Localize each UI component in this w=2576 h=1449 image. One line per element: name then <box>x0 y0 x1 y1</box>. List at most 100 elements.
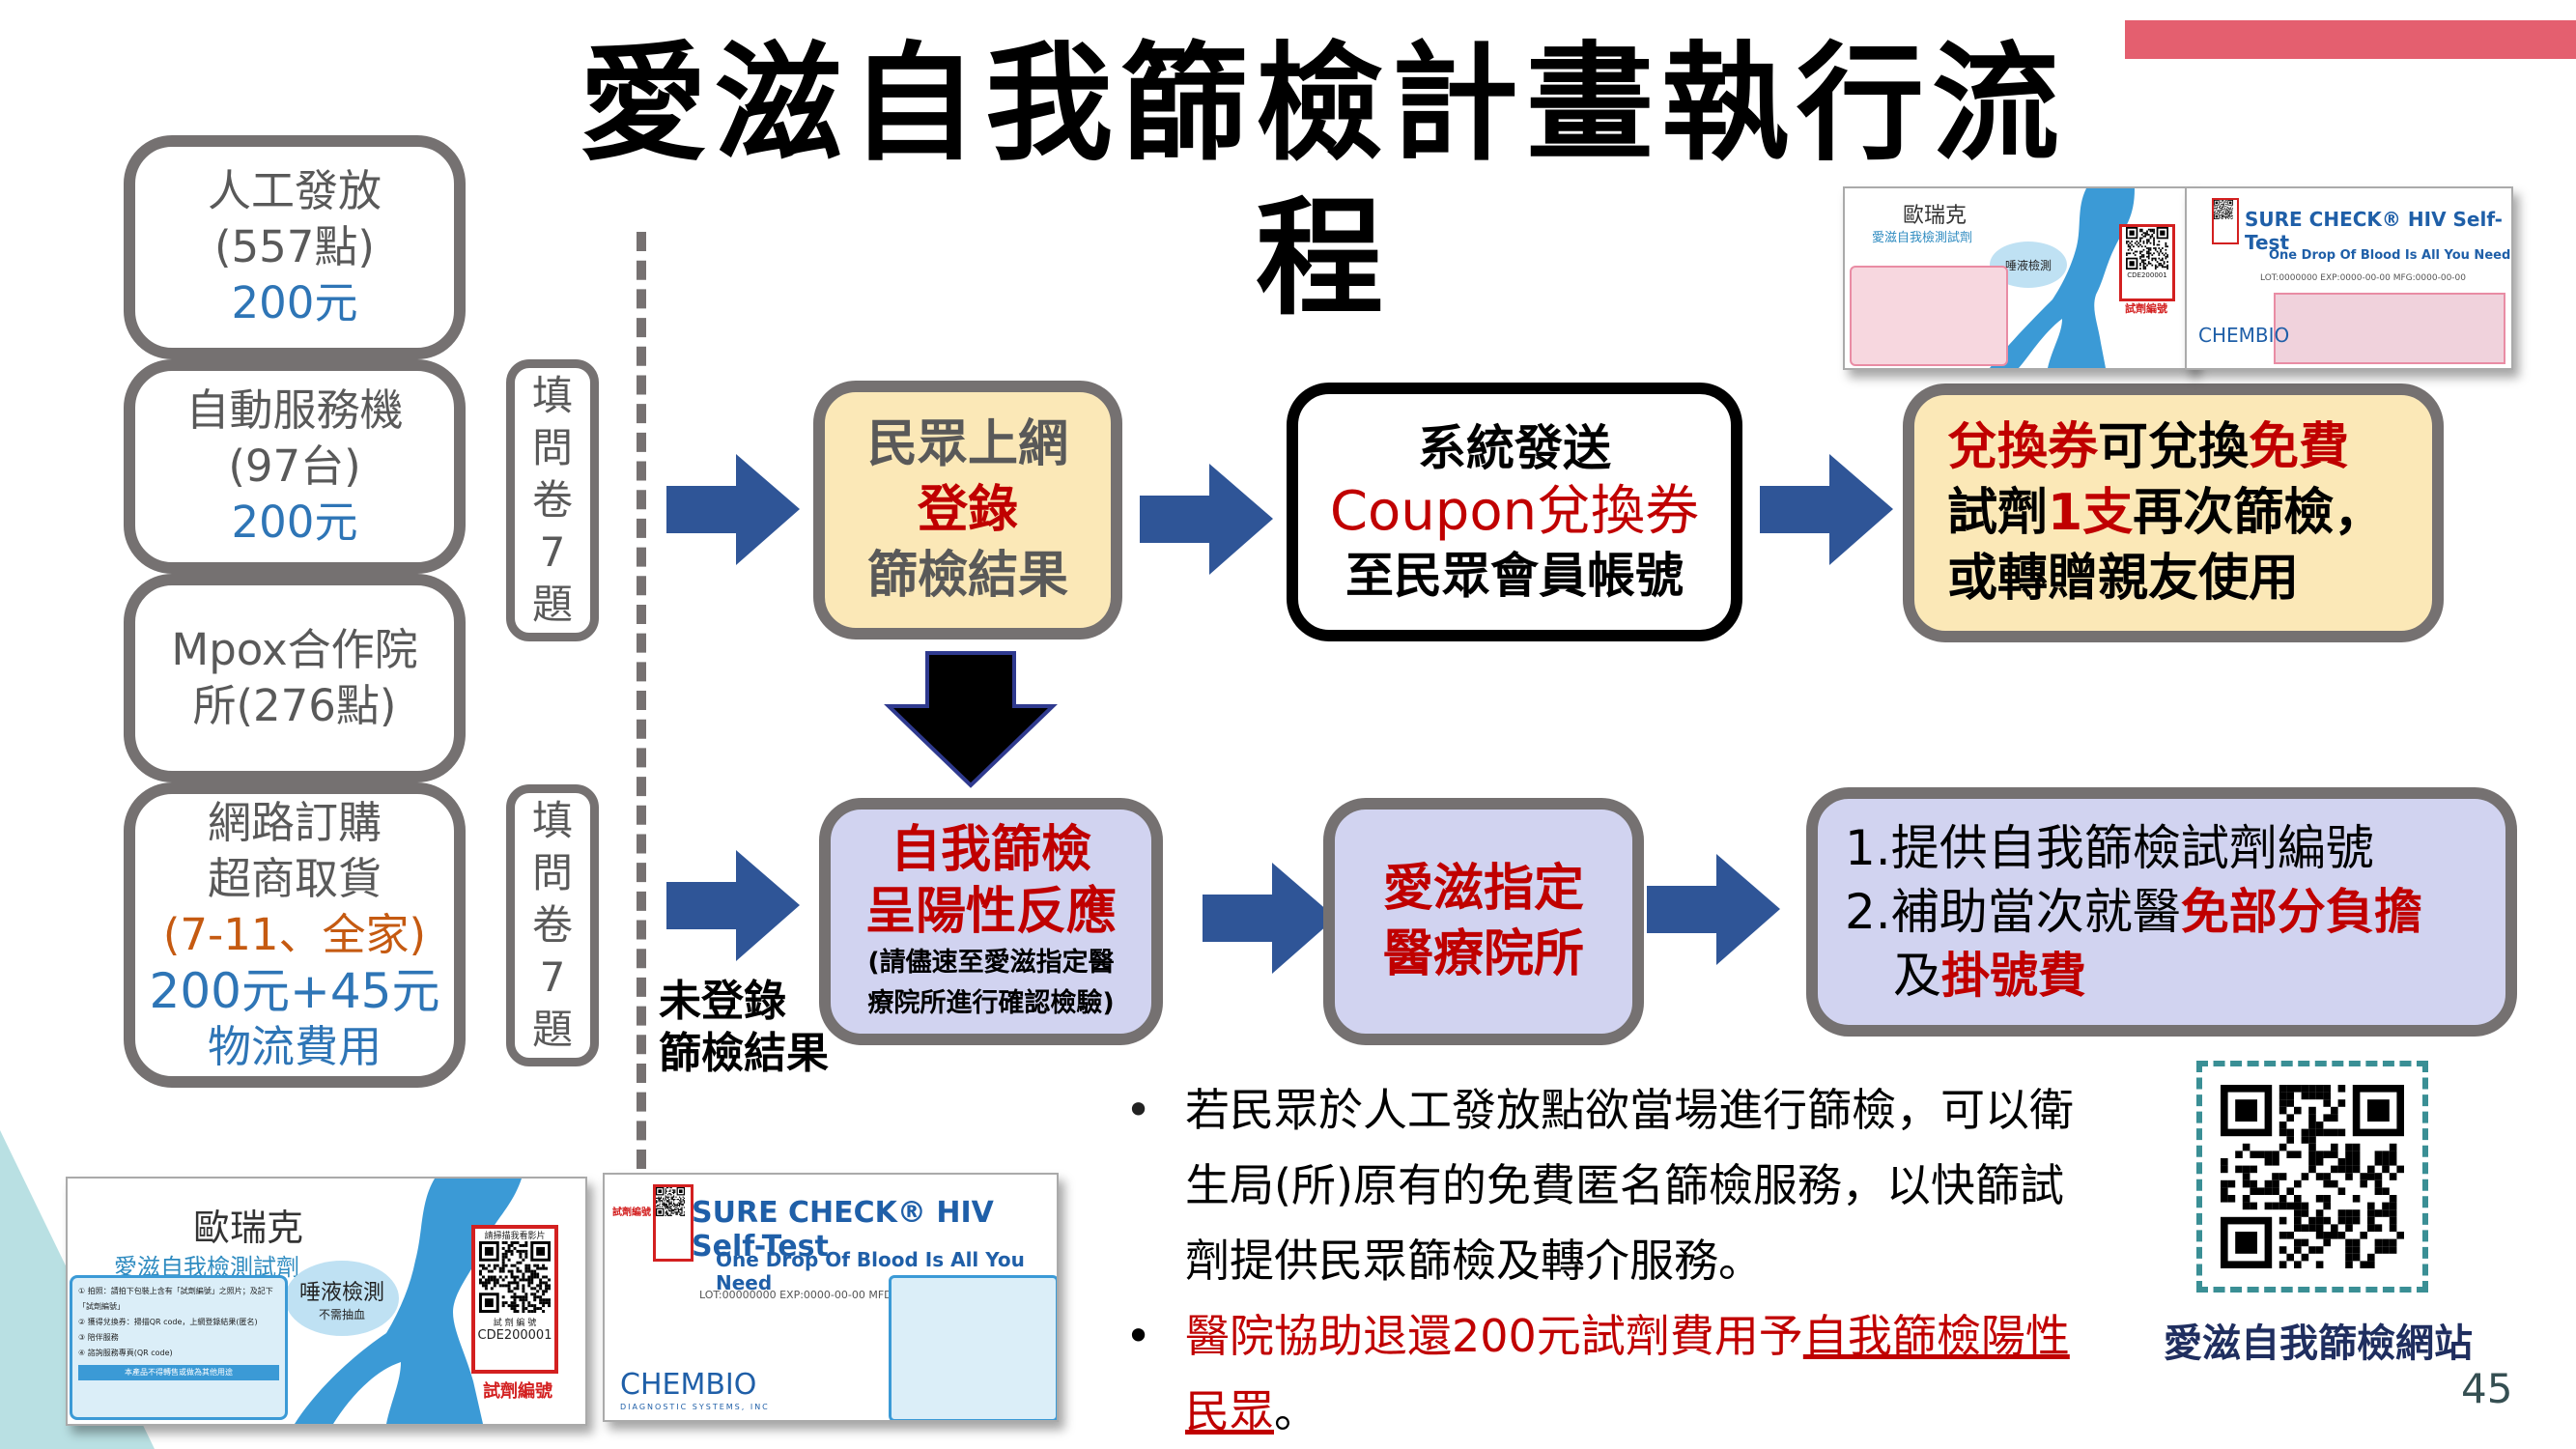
step-highlight: 呈陽性反應 <box>864 883 1117 941</box>
source-count: (557點) <box>213 221 375 272</box>
card-step: ① 拍照：請拍下包裝上含有「試劑編號」之照片；及記下「試劑編號」 <box>78 1287 273 1311</box>
card-title: SURE CHECK® HIV Self-Test <box>692 1196 994 1264</box>
q-char: 卷 <box>531 901 573 949</box>
q-char: 卷 <box>531 476 573 524</box>
card-serial: CDE200001 <box>2127 271 2167 279</box>
bullet-item: • 若民眾於人工發放點欲當場進行篩檢，可以衛生局(所)原有的免費匿名篩檢服務，以… <box>1125 1072 2081 1298</box>
bullet-item: • 醫院協助退還200元試劑費用予自我篩檢陽性民眾。 <box>1125 1298 2081 1449</box>
bullet-underlined: 自我篩檢陽性民眾 <box>1185 1310 2070 1437</box>
product-card-surecheck-top: SURE CHECK® HIV Self-Test One Drop Of Bl… <box>2185 186 2513 370</box>
step-highlight: 自我篩檢 <box>890 821 1091 879</box>
unregistered-line: 未登錄 <box>659 977 786 1026</box>
source-count: (97台) <box>228 440 361 492</box>
bullet-text: 若民眾於人工發放點欲當場進行篩檢，可以衛生局(所)原有的免費匿名篩檢服務，以快篩… <box>1185 1084 2074 1287</box>
step-text: 試劑 <box>1947 484 2049 542</box>
card-brand: 歐瑞克 <box>193 1207 304 1249</box>
step-highlight: 愛滋指定 <box>1382 860 1584 918</box>
step-line: 兌換券可兌換免費 <box>1947 414 2349 480</box>
step-text: 篩檢結果 <box>866 547 1068 605</box>
benefit-item: 1.提供自我篩檢試劑編號 <box>1845 820 2374 876</box>
step-highlight: 醫療院所 <box>1382 925 1584 983</box>
card-serial: CDE200001 <box>477 1328 552 1343</box>
source-label: 自動服務機 <box>185 384 404 436</box>
arrow-right-icon <box>666 850 800 961</box>
card-instructions-panel: ① 拍照：請拍下包裝上含有「試劑編號」之照片；及記下「試劑編號」 ② 獲得兌換券… <box>70 1275 288 1420</box>
source-vending-machine: 自動服務機 (97台) 200元 <box>124 359 466 574</box>
step-highlight: 1支 <box>2048 484 2134 542</box>
questionnaire-tag-bottom: 填 問 卷 7 題 <box>506 784 599 1066</box>
q-char: 7 <box>539 528 566 576</box>
arrow-right-icon <box>1203 863 1336 974</box>
q-char: 填 <box>531 797 573 844</box>
bullet-text: 醫院協助退還200元試劑費用予自我篩檢陽性民眾。 <box>1185 1298 2081 1449</box>
step-text: 或轉贈親友使用 <box>1947 550 2300 608</box>
unregistered-label: 未登錄 篩檢結果 <box>659 976 829 1080</box>
q-char: 題 <box>531 581 573 628</box>
flow-step-register-results: 民眾上網 登錄 篩檢結果 <box>813 381 1122 639</box>
step-highlight: 免費 <box>2249 418 2350 476</box>
bullet-text-part: 醫院協助退還200元試劑費用予 <box>1185 1310 1803 1362</box>
source-price: 200元 <box>231 277 358 328</box>
arrow-right-icon <box>1647 854 1780 965</box>
source-manual-distribution: 人工發放 (557點) 200元 <box>124 135 466 359</box>
divider-dashed-line <box>637 232 646 1169</box>
q-char: 問 <box>531 424 573 471</box>
bullet-list: • 若民眾於人工發放點欲當場進行篩檢，可以衛生局(所)原有的免費匿名篩檢服務，以… <box>1125 1072 2081 1449</box>
benefit-item: 2.補助當次就醫免部分負擔 <box>1845 880 2422 944</box>
qr-caption: 愛滋自我篩檢網站 <box>2164 1321 2473 1366</box>
source-price: 200元 <box>231 497 358 548</box>
source-stores: (7-11、全家) <box>162 909 427 960</box>
card-tagline: One Drop Of Blood Is All You Need <box>2269 248 2511 263</box>
benefit-text: 2.補助當次就醫 <box>1845 884 2181 940</box>
card-serial-box: CDE200001 <box>2119 224 2175 301</box>
benefit-highlight: 掛號費 <box>1941 948 2086 1004</box>
benefit-item: 及掛號費 <box>1845 944 2086 1008</box>
card-step: ③ 陪伴服務 <box>78 1333 119 1342</box>
card-serial-box <box>2212 198 2239 244</box>
page-number: 45 <box>2461 1365 2513 1412</box>
flow-step-send-coupon: 系統發送 Coupon兌換券 至民眾會員帳號 <box>1287 383 1742 641</box>
product-card-oraquick-top: 歐瑞克 愛滋自我檢測試劑 唾液檢測 CDE200001 試劑編號 <box>1843 186 2194 370</box>
arrow-right-icon <box>1140 464 1273 575</box>
card-title: SURE CHECK® HIV Self-Test <box>2245 208 2503 254</box>
card-lot: LOT:0000000 EXP:0000-00-00 MFG:0000-00-0… <box>2260 273 2466 283</box>
accent-bar <box>2125 20 2576 59</box>
card-bubble-text: 唾液檢測 <box>298 1280 384 1305</box>
source-label: Mpox合作院 <box>171 624 418 675</box>
bullet-text-part: 。 <box>1274 1385 1318 1437</box>
arrow-right-icon <box>1760 454 1893 565</box>
website-qr-frame[interactable] <box>2196 1061 2428 1293</box>
q-char: 填 <box>531 372 573 419</box>
unregistered-line: 篩檢結果 <box>659 1029 829 1078</box>
source-price: 200元+45元 <box>149 963 440 1019</box>
card-serial-box: 請掃描我看影片 試 劑 編 號 CDE200001 <box>471 1225 558 1374</box>
qr-code-icon[interactable] <box>2221 1085 2404 1268</box>
card-instructions-panel <box>889 1275 1057 1420</box>
source-label: 超商取貨 <box>207 853 382 904</box>
source-online-order: 網路訂購 超商取貨 (7-11、全家) 200元+45元 物流費用 <box>124 782 466 1088</box>
flow-step-hospital-benefits: 1.提供自我篩檢試劑編號 2.補助當次就醫免部分負擔 及掛號費 <box>1806 787 2517 1037</box>
card-bubble-sub: 不需抽血 <box>318 1307 365 1321</box>
face-silhouette-icon <box>1990 188 2135 368</box>
product-card-surecheck-bottom: 試劑編號 SURE CHECK® HIV Self-Test One Drop … <box>603 1173 1059 1422</box>
bullet-dot-icon: • <box>1125 1084 1152 1136</box>
card-serial-box <box>653 1184 694 1262</box>
benefit-text: 及 <box>1893 948 1941 1004</box>
q-char: 題 <box>531 1006 573 1053</box>
source-mpox-clinics: Mpox合作院 所(276點) <box>124 574 466 782</box>
card-bubble: 唾液檢測 不需抽血 <box>285 1261 399 1336</box>
q-char: 問 <box>531 849 573 896</box>
step-note: 療院所進行確認檢驗) <box>867 988 1115 1018</box>
questionnaire-tag-top: 填 問 卷 7 題 <box>506 359 599 641</box>
card-instructions-panel <box>1850 266 2008 366</box>
step-text: 再次篩檢， <box>2133 484 2385 542</box>
card-maker: CHEMBIO <box>2198 324 2290 347</box>
qr-code-icon <box>656 1187 685 1216</box>
qr-code-icon <box>2214 200 2233 219</box>
card-maker-sub: DIAGNOSTIC SYSTEMS, INC <box>620 1403 770 1411</box>
source-label: 人工發放 <box>207 165 382 216</box>
benefit-highlight: 免部分負擔 <box>2180 884 2422 940</box>
card-lot: LOT:00000000 EXP:0000-00-00 MFD:0000 <box>699 1289 923 1301</box>
source-shipping: 物流費用 <box>207 1021 382 1072</box>
bullet-dot-icon: • <box>1125 1310 1152 1362</box>
